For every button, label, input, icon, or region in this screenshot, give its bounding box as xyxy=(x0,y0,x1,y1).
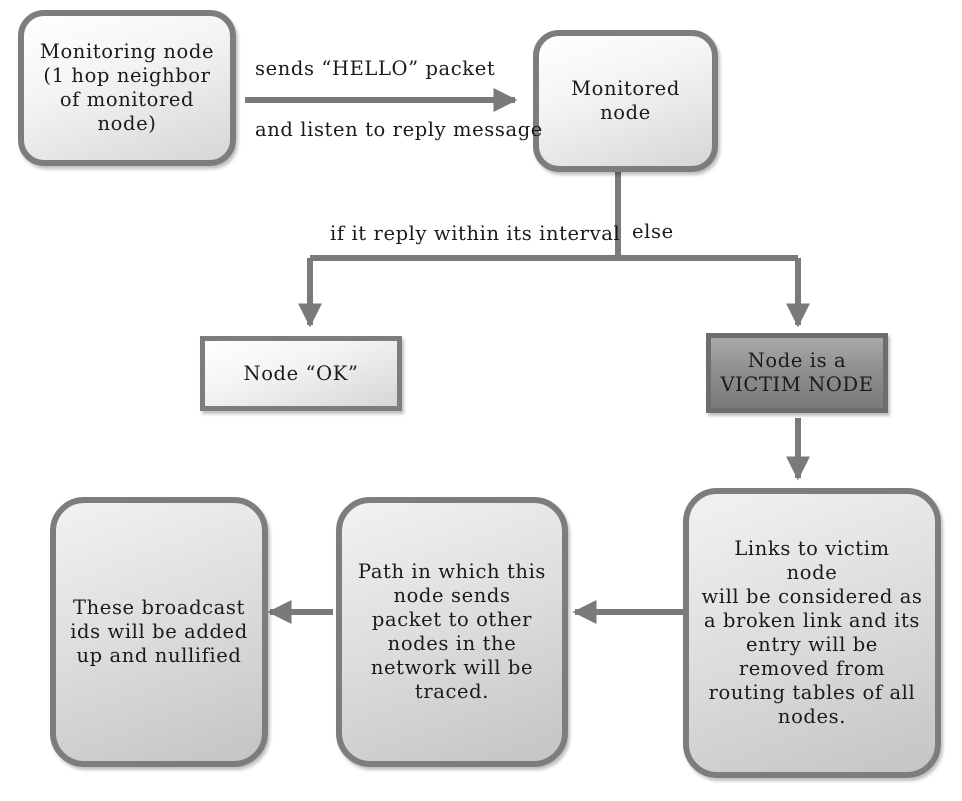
victim-node-label: Node is a VICTIM NODE xyxy=(720,349,874,396)
broadcast-ids-box: These broadcast ids will be added up and… xyxy=(50,497,268,767)
monitoring-node: Monitoring node (1 hop neighbor of monit… xyxy=(18,10,236,166)
path-traced-label: Path in which this node sends packet to … xyxy=(357,560,547,703)
monitored-node-label: Monitored node xyxy=(571,77,680,124)
monitoring-node-label: Monitoring node (1 hop neighbor of monit… xyxy=(39,40,215,135)
edge-label-sends-hello: sends “HELLO” packet xyxy=(255,57,496,80)
node-ok-box: Node “OK” xyxy=(200,336,402,411)
monitored-node: Monitored node xyxy=(533,30,718,172)
broadcast-ids-label: These broadcast ids will be added up and… xyxy=(70,596,248,667)
broken-link-box: Links to victim node will be considered … xyxy=(683,488,941,778)
victim-node-box: Node is a VICTIM NODE xyxy=(706,333,888,413)
edge-label-listen-reply: and listen to reply message xyxy=(255,118,543,141)
edge-label-else: else xyxy=(632,220,674,243)
broken-link-label: Links to victim node will be considered … xyxy=(701,537,923,728)
path-traced-box: Path in which this node sends packet to … xyxy=(336,497,568,767)
edge-label-reply-within-interval: if it reply within its interval xyxy=(330,222,621,245)
node-ok-label: Node “OK” xyxy=(243,361,359,385)
